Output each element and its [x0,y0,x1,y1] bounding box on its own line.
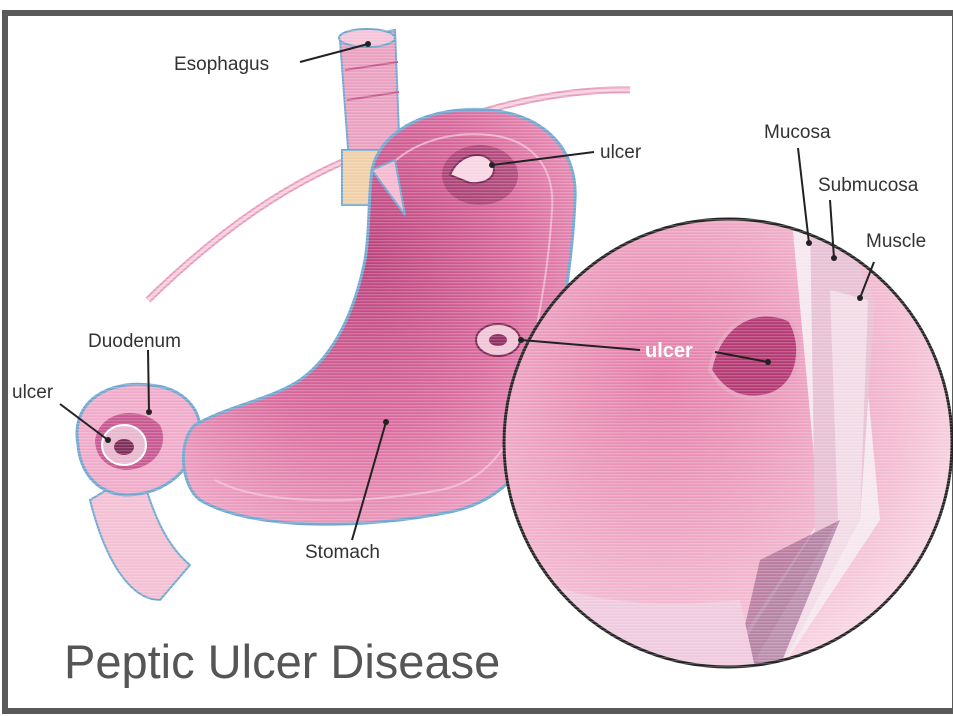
diagram-title: Peptic Ulcer Disease [64,635,500,688]
label-ulcer-top: ulcer [600,142,642,163]
label-muscle: Muscle [866,231,926,252]
label-esophagus: Esophagus [174,54,269,75]
label-ulcer-middle: ulcer [645,340,693,362]
label-ulcer-left: ulcer [12,382,54,403]
duodenum-leader [148,350,149,412]
label-mucosa: Mucosa [764,122,831,143]
label-stomach: Stomach [305,542,380,563]
label-duodenum: Duodenum [88,331,181,352]
label-submucosa: Submucosa [818,175,919,196]
